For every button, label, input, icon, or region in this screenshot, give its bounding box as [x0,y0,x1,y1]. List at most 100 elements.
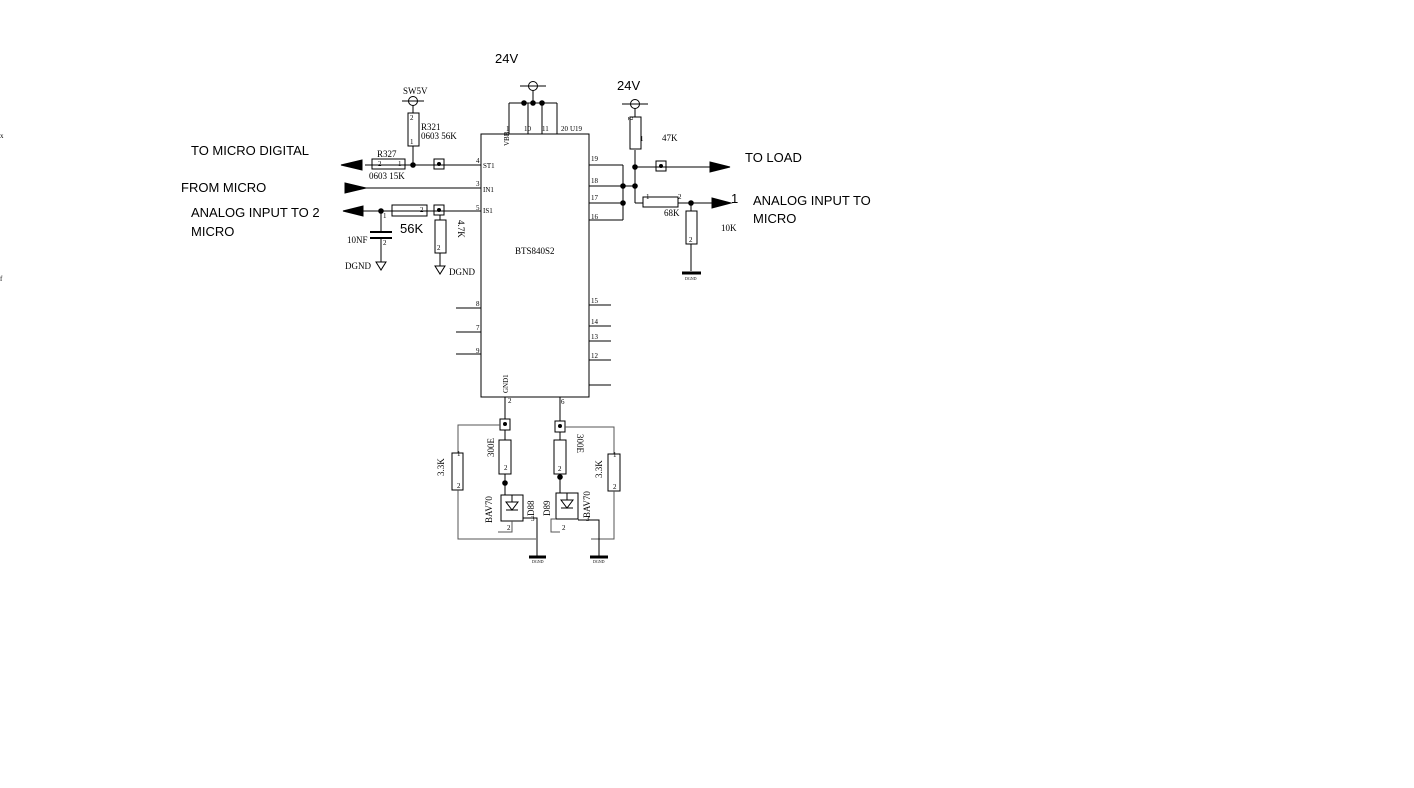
edge-mark-bottom: f [0,275,3,283]
resistor-56k [391,204,428,217]
analog-left-arrow [342,205,364,217]
ic-body [480,133,590,398]
label-d88: D88 [526,500,536,516]
svg-text:1: 1 [398,160,402,168]
label-dgnd-middle: DGND [449,267,475,277]
label-analog-input-right-2: MICRO [753,211,796,226]
ground-symbol-4k7 [434,265,446,275]
svg-text:3: 3 [531,515,535,523]
svg-text:14: 14 [591,318,599,326]
label-r321-value: 0603 56K [421,131,457,141]
svg-text:1: 1 [506,125,510,133]
input-network: 2 1 R327 0603 15K TO MICRO DIGITAL 2 1 S… [181,86,481,277]
svg-text:7: 7 [476,324,480,332]
svg-text:4: 4 [476,157,480,165]
svg-text:2: 2 [508,397,512,405]
label-300e-right: 300E [575,434,585,454]
label-r327: R327 [377,149,397,159]
svg-text:19: 19 [591,155,599,163]
svg-text:16: 16 [591,213,599,221]
to-load-arrow [709,161,731,173]
label-to-load: TO LOAD [745,150,802,165]
svg-text:1: 1 [457,450,461,458]
svg-text:2: 2 [437,244,441,252]
svg-text:3: 3 [476,180,480,188]
resistor-r327 [371,158,406,170]
label-3k3-right: 3.3K [594,460,604,478]
svg-text:1: 1 [383,212,387,220]
output-network: TO LOAD 2 1 24V 47K 1 2 68K 1 ANALOG INP… [617,78,871,281]
edge-mark-top: x [0,132,4,140]
svg-text:2: 2 [626,117,634,121]
svg-text:2: 2 [378,160,382,168]
svg-text:10: 10 [524,125,532,133]
label-4k7: 4.7K [456,220,466,238]
svg-text:2: 2 [689,236,693,244]
label-analog-input-right-1: ANALOG INPUT TO [753,193,871,208]
ic-pin-gnd1: GND1 [502,374,510,393]
svg-text:2: 2 [613,483,617,491]
svg-text:1: 1 [640,135,644,143]
label-r327-value: 0603 15K [369,171,405,181]
label-47k: 47K [662,133,678,143]
svg-text:2: 2 [507,524,511,532]
label-r321: R321 [421,122,441,132]
analog-right-arrow [711,197,733,209]
label-68k: 68K [664,208,680,218]
label-bav70-right: BAV70 [582,491,592,518]
svg-text:5: 5 [476,204,480,212]
svg-text:2: 2 [457,482,461,490]
ic-u19: BTS840S2 U19 VBB ST1 IN1 IS1 GND1 1 10 1… [456,81,623,406]
svg-text:DGND: DGND [593,559,605,564]
label-d89: D89 [542,500,552,516]
svg-text:3: 3 [586,515,590,523]
ic-part-label: BTS840S2 [515,246,555,256]
ic-pin-st1: ST1 [483,162,495,170]
label-10k: 10K [721,223,737,233]
svg-text:1: 1 [613,451,617,459]
label-sw5v: SW5V [403,86,428,96]
label-56k: 56K [400,221,423,236]
label-24v-top: 24V [495,51,518,66]
ic-ref-label: U19 [570,125,583,133]
label-analog-input-left-1: ANALOG INPUT TO 2 [191,205,320,220]
svg-text:1: 1 [646,193,650,201]
svg-text:DGND: DGND [685,276,697,281]
label-to-micro-digital: TO MICRO DIGITAL [191,143,309,158]
svg-text:13: 13 [591,333,599,341]
label-3k3-left: 3.3K [436,458,446,476]
svg-text:2: 2 [562,524,566,532]
label-analog-input-left-2: MICRO [191,224,234,239]
resistor-47k [629,116,642,150]
svg-text:2: 2 [504,464,508,472]
svg-text:15: 15 [591,297,599,305]
svg-text:2: 2 [678,193,682,201]
ic-pin-in1: IN1 [483,186,494,194]
resistor-68k [642,196,679,208]
svg-text:2: 2 [383,239,387,247]
ic-pin-is1: IS1 [483,207,493,215]
svg-text:DGND: DGND [532,559,544,564]
svg-text:8: 8 [476,300,480,308]
label-300e-left: 300E [486,438,496,458]
svg-text:18: 18 [591,177,599,185]
to-micro-digital-arrow [340,159,363,171]
label-bav70-left: BAV70 [484,496,494,523]
svg-text:20: 20 [561,125,569,133]
label-10nf: 10NF [347,235,368,245]
svg-text:11: 11 [542,125,549,133]
ground-protection-network: 1 2 3.3K 2 300E BAV70 D88 2 3 DGND 1 2 3… [436,397,621,564]
label-from-micro: FROM MICRO [181,180,266,195]
svg-text:12: 12 [591,352,599,360]
svg-text:6: 6 [561,398,565,406]
label-24v-right: 24V [617,78,640,93]
label-dgnd-left: DGND [345,261,371,271]
from-micro-arrow [344,182,367,194]
svg-text:1: 1 [410,138,414,146]
svg-text:9: 9 [476,347,480,355]
svg-text:1: 1 [731,191,738,206]
ic-pin-vbb: VBB [503,131,511,146]
ground-symbol-cap [375,261,387,271]
svg-text:2: 2 [420,206,424,214]
